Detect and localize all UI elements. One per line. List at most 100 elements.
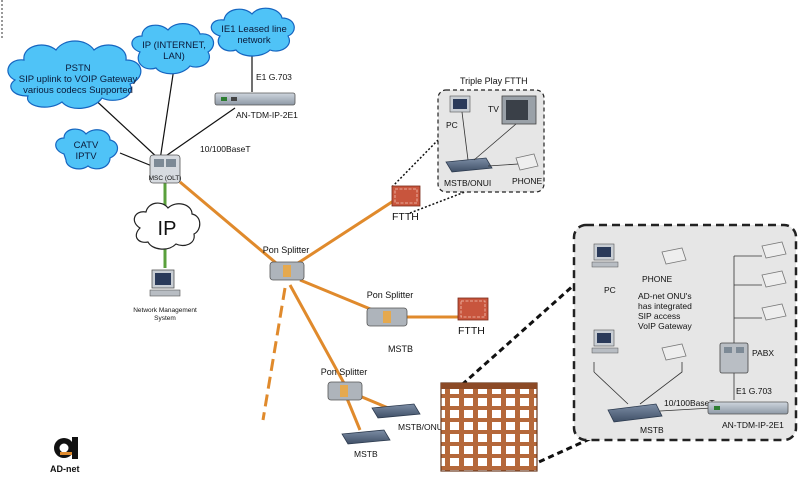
brand-logo-bar [72, 437, 78, 459]
fiber-to-mstb [344, 395, 362, 431]
phone-icon [661, 247, 687, 265]
ip-internet-line-2: LAN) [163, 51, 185, 62]
brand-logo: AD-net [50, 437, 80, 474]
fiber-dashed [261, 287, 287, 421]
in-wire-phone [639, 362, 683, 405]
nms-line-2: System [154, 315, 176, 322]
ftth-unit-icon [391, 185, 421, 207]
building [440, 382, 538, 472]
triple-play-title: Triple Play FTTH [460, 76, 528, 86]
pon-splitter-2-label: Pon Splitter [367, 290, 414, 300]
enterprise-frame [572, 223, 798, 442]
tp-mstb-label: MSTB/ONUI [444, 178, 491, 188]
ftth-unit-mid: FTTH [457, 297, 489, 337]
ip-internet-line-1: IP (INTERNET, [142, 40, 206, 51]
pon-splitter-3-label: Pon Splitter [321, 367, 368, 377]
in-note-line-2: has integrated [638, 301, 692, 311]
keyboard [149, 289, 181, 297]
dotted-ftth-b [409, 189, 471, 214]
tp-wire-phone [487, 163, 519, 167]
in-wire-pc [593, 371, 629, 405]
ftth-unit-grid [460, 300, 486, 318]
mstb-bottom-label: MSTB [354, 449, 378, 459]
tp-pc-label: PC [446, 120, 458, 130]
device-led [714, 406, 720, 410]
ftth-unit-top: FTTH [391, 185, 421, 223]
cloud-icon [55, 128, 119, 170]
an-tdm-device-top: E1 G.703 AN-TDM-IP-2E1 [214, 72, 298, 120]
ftth-unit-icon [457, 297, 489, 321]
dashed-building-b [529, 425, 617, 468]
link-catv [119, 152, 153, 167]
splitter-core [383, 311, 391, 323]
cloud-ip-core: IP [133, 202, 201, 250]
tp-phone-label: PHONE [512, 176, 543, 186]
msc-olt: MSC (OLT) [149, 154, 182, 184]
in-base10-label: 10/100BaseT [664, 398, 715, 408]
ip-core-label: IP [158, 218, 177, 240]
pc-screen [453, 99, 467, 109]
e1-g703-top-label: E1 G.703 [256, 72, 292, 82]
pon-splitter-3: Pon Splitter [321, 367, 368, 401]
in-pabx-label: PABX [752, 348, 774, 358]
pon-splitter-1: Pon Splitter [263, 245, 309, 281]
keyboard [591, 347, 619, 354]
router-icon [341, 429, 391, 445]
pon-splitter-2: Pon Splitter [366, 290, 414, 327]
cloud-pstn: PSTN SIP uplink to VOIP Gateway various … [7, 40, 142, 109]
in-pc-label: PC [604, 285, 616, 295]
enterprise-inset: PC PHONE AD-net ONU's has integrated SIP… [572, 223, 798, 442]
monitor-screen [155, 273, 171, 285]
phone-icon [761, 241, 787, 259]
router-icon [445, 157, 493, 173]
e1-leased-line-2: network [237, 35, 271, 46]
cloud-icon [210, 7, 295, 57]
mstb-bottom: MSTB [341, 429, 391, 459]
phone-icon [761, 270, 787, 288]
e1-leased-line-1: IE1 Leased line [221, 24, 287, 35]
device-led [221, 97, 227, 101]
keyboard [591, 261, 619, 268]
pabx-card [736, 347, 744, 353]
in-phone-label: PHONE [642, 274, 673, 284]
link-ip-internet [159, 67, 175, 161]
building-roof [441, 383, 537, 389]
ftth-mid-label: FTTH [458, 325, 485, 337]
nms-line-1: Network Management [133, 307, 197, 314]
dotted-ftth-a [391, 139, 439, 188]
phone-icon [761, 303, 787, 321]
tv-screen [506, 100, 528, 120]
fiber-msc-splitter [179, 180, 283, 270]
router-icon [214, 92, 296, 106]
in-an-tdm-label: AN-TDM-IP-2E1 [722, 420, 784, 430]
logo-label: AD-net [50, 464, 80, 474]
cloud-catv: CATV IPTV [55, 128, 119, 170]
catv-line-2: IPTV [75, 151, 97, 162]
link-pstn [89, 94, 161, 161]
msc-card [154, 159, 164, 167]
in-note-line-4: VoIP Gateway [638, 321, 692, 331]
brand-logo-accent [60, 452, 72, 455]
an-tdm-top-label: AN-TDM-IP-2E1 [236, 110, 298, 120]
phone-icon [515, 153, 539, 171]
phone-icon [661, 343, 687, 361]
device-port [231, 97, 237, 101]
fiber-splitter-ftth [294, 196, 399, 267]
cloud-icon [133, 202, 201, 250]
mstb-onui-bottom-label: MSTB/ONUI [398, 422, 445, 432]
fiber-splitter-splitter3 [288, 284, 347, 386]
router-icon [371, 403, 421, 419]
brand-logo-hole [59, 443, 69, 453]
network-management-system: Network Management System [133, 269, 197, 322]
tp-wire-tv [473, 123, 517, 161]
router-icon [707, 401, 789, 415]
in-note-line-1: AD-net ONU's [638, 291, 692, 301]
router-icon [607, 403, 663, 423]
building-icon [440, 382, 538, 472]
msc-card [166, 159, 176, 167]
in-note-line-3: SIP access [638, 311, 680, 321]
dashed-building-a [446, 283, 575, 400]
msc-label: MSC (OLT) [149, 175, 182, 182]
